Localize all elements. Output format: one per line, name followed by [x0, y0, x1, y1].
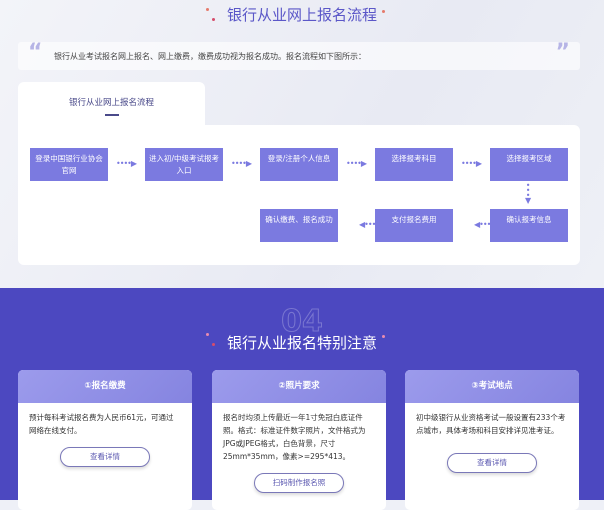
flow-step: 登录/注册个人信息	[260, 148, 338, 181]
flow-card: 登录中国银行业协会官网 ••••▶ 进入初/中级考试报考入口 ••••▶ 登录/…	[18, 125, 580, 265]
card-title: ①报名缴费	[18, 370, 192, 403]
notice-card-photo: ②照片要求 报名时均须上传最近一年1寸免冠白底证件照。格式：标准证件数字照片，文…	[212, 370, 386, 510]
arrow-right-icon: ••••▶	[231, 159, 252, 168]
card-text: 报名时均须上传最近一年1寸免冠白底证件照。格式：标准证件数字照片，文件格式为JP…	[223, 413, 366, 461]
view-details-button[interactable]: 查看详情	[447, 453, 537, 473]
arrow-left-icon: ◀••••	[474, 220, 495, 229]
view-details-button[interactable]: 查看详情	[60, 447, 150, 467]
arrow-right-icon: ••••▶	[461, 159, 482, 168]
scan-make-photo-button[interactable]: 扫码制作报名照	[254, 473, 344, 493]
card-text: 初中级银行从业资格考试一般设置有233个考点城市，具体考场和科目安排详见准考证。	[416, 413, 566, 435]
card-title: ②照片要求	[212, 370, 386, 403]
tab-underline	[104, 114, 119, 116]
card-title: ③考试地点	[405, 370, 579, 403]
flow-step: 选择报考科目	[375, 148, 453, 181]
intro-quote: “ 银行从业考试报名网上报名、网上缴费，缴费成功视为报名成功。报名流程如下图所示…	[18, 40, 580, 70]
open-quote-icon: “	[28, 40, 43, 65]
decor-dot	[212, 343, 215, 346]
arrow-left-icon: ◀••••	[359, 220, 380, 229]
tab-online-registration[interactable]: 银行从业网上报名流程	[18, 82, 205, 128]
section-title: 银行从业报名特别注意	[226, 334, 377, 352]
flow-step: 选择报考区域	[490, 148, 568, 181]
section-title: 银行从业网上报名流程	[226, 6, 377, 24]
notice-section: 04 银行从业报名特别注意 ①报名缴费 预计每科考试报名费为人民币61元，可通过…	[0, 288, 604, 510]
intro-text: 银行从业考试报名网上报名、网上缴费，缴费成功视为报名成功。报名流程如下图所示：	[54, 52, 366, 61]
flow-step: 确认报考信息	[490, 209, 568, 242]
decor-dot	[206, 333, 209, 336]
flow-step: 进入初/中级考试报考入口	[145, 148, 223, 181]
arrow-right-icon: ••••▶	[346, 159, 367, 168]
process-section: 银行从业网上报名流程 “ 银行从业考试报名网上报名、网上缴费，缴费成功视为报名成…	[0, 0, 604, 288]
card-text: 预计每科考试报名费为人民币61元，可通过网络在线支付。	[29, 413, 174, 435]
flow-step: 确认缴费、报名成功	[260, 209, 338, 242]
decor-dot	[206, 8, 209, 11]
arrow-right-icon: ••••▶	[116, 159, 137, 168]
notice-card-fee: ①报名缴费 预计每科考试报名费为人民币61元，可通过网络在线支付。 查看详情	[18, 370, 192, 510]
flow-step: 支付报名费用	[375, 209, 453, 242]
flow-step: 登录中国银行业协会官网	[30, 148, 108, 181]
tab-label: 银行从业网上报名流程	[68, 98, 154, 108]
arrow-down-icon: •••▼	[525, 181, 531, 205]
decor-dot	[212, 18, 215, 21]
decor-dot	[382, 335, 385, 338]
decor-dot	[382, 10, 385, 13]
notice-card-location: ③考试地点 初中级银行从业资格考试一般设置有233个考点城市，具体考场和科目安排…	[405, 370, 579, 510]
close-quote-icon: ”	[555, 40, 570, 65]
section-number-watermark: 04	[281, 304, 324, 340]
